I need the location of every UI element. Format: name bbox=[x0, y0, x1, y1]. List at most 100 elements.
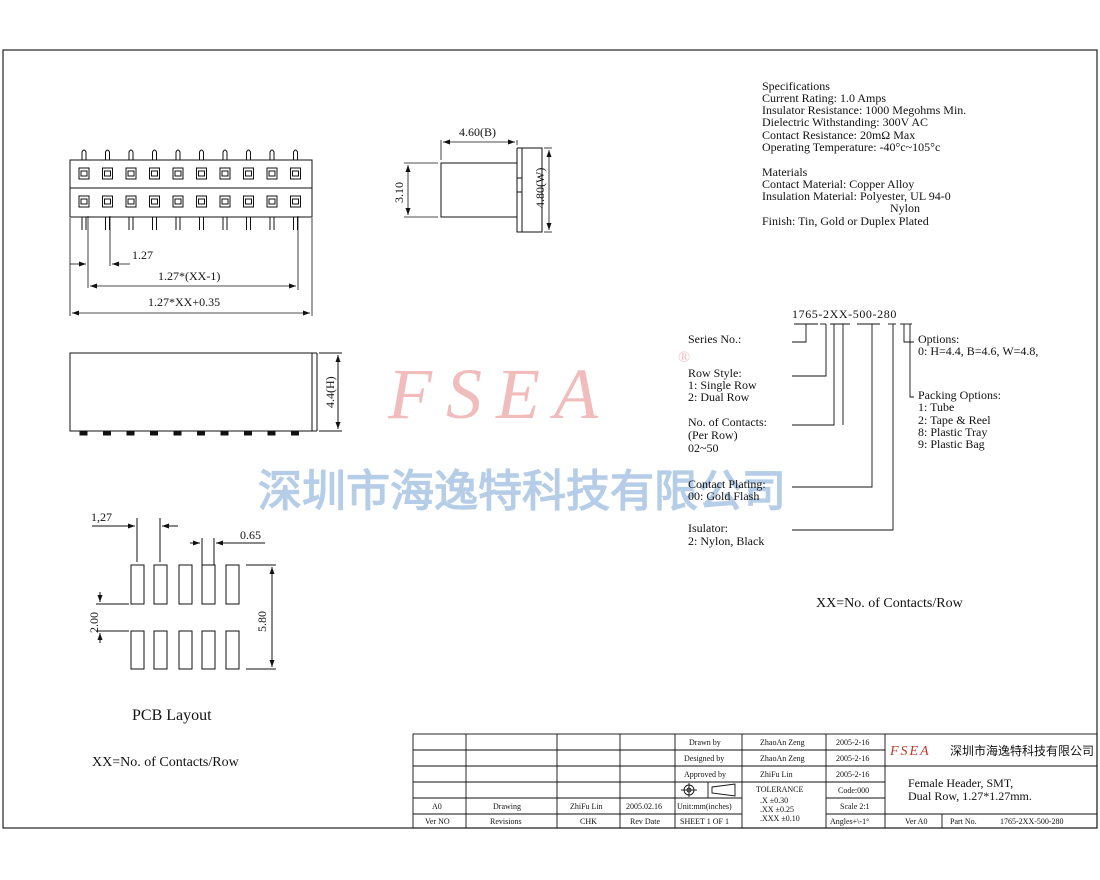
pcb-layout bbox=[92, 518, 276, 670]
contact-hole bbox=[149, 195, 160, 208]
ver-label: Ver A0 bbox=[905, 817, 927, 826]
part-no-value: 1765-2XX-500-280 bbox=[1000, 817, 1064, 826]
contact-hole bbox=[125, 195, 137, 208]
contact-hole-inner bbox=[221, 170, 229, 177]
contact-hole bbox=[78, 195, 90, 208]
contact-hole-inner bbox=[221, 198, 229, 205]
watermark-company: 深圳市海逸特科技有限公司 bbox=[258, 466, 786, 517]
contact-hole-inner bbox=[151, 198, 158, 205]
pin-tip bbox=[152, 149, 157, 160]
contact-hole-inner bbox=[245, 170, 252, 177]
contact-hole-inner bbox=[198, 198, 205, 205]
packing-line: 2: Tape & Reel bbox=[918, 413, 991, 427]
contact-hole bbox=[266, 167, 278, 180]
contact-hole-inner bbox=[104, 198, 111, 205]
approved-name: ZhiFu Lin bbox=[760, 770, 793, 779]
contact-hole bbox=[290, 167, 301, 180]
pin-tip bbox=[105, 149, 110, 160]
pcb-pad bbox=[178, 564, 193, 605]
contacts-line: 02~50 bbox=[688, 441, 719, 455]
pin-tip bbox=[175, 149, 181, 160]
material-line: Nylon bbox=[890, 201, 920, 215]
contact-hole bbox=[102, 195, 113, 208]
contact-hole-inner bbox=[104, 170, 111, 177]
contact-hole-inner bbox=[268, 198, 276, 205]
product-line-2: Dual Row, 1.27*1.27mm. bbox=[908, 789, 1032, 803]
dim-width-w: 4.80(W) bbox=[533, 168, 547, 208]
smt-foot bbox=[267, 430, 276, 436]
top-dimensions bbox=[69, 216, 313, 316]
packing-line: 1: Tube bbox=[918, 400, 954, 414]
spec-heading: Specifications bbox=[762, 79, 830, 93]
label-packing: Packing Options: bbox=[918, 388, 1001, 402]
pin-tip bbox=[81, 149, 87, 160]
side-view-body bbox=[440, 162, 518, 218]
watermark: FSEA ® 深圳市海逸特科技有限公司 bbox=[258, 349, 786, 517]
title-block-text: Drawn by ZhaoAn Zeng 2005-2-16 Designed … bbox=[425, 738, 1094, 826]
side-dimensions bbox=[404, 139, 552, 233]
dim-height-h: 4.4(H) bbox=[323, 376, 337, 408]
code-label: Code:000 bbox=[838, 786, 869, 795]
rev-chk: ZhiFu Lin bbox=[570, 802, 603, 811]
packing-line: 9: Plastic Bag bbox=[918, 437, 985, 451]
header-rev: Revisions bbox=[490, 817, 522, 826]
contact-hole bbox=[243, 167, 254, 180]
smt-foot bbox=[197, 430, 205, 436]
plating-line: 00: Gold Flash bbox=[688, 489, 759, 503]
watermark-registered: ® bbox=[678, 349, 690, 366]
pin-tip bbox=[246, 149, 251, 160]
label-isulator: Isulator: bbox=[688, 521, 728, 535]
header-date: Rev Date bbox=[630, 817, 660, 826]
contact-hole bbox=[172, 167, 184, 180]
material-line: Contact Material: Copper Alloy bbox=[762, 177, 914, 191]
spec-line: Current Rating: 1.0 Amps bbox=[762, 91, 886, 105]
units-label: Unit:mm(inches) bbox=[677, 802, 732, 811]
contact-hole bbox=[172, 195, 184, 208]
drawn-name: ZhaoAn Zeng bbox=[760, 738, 805, 747]
pcb-pad bbox=[153, 564, 168, 605]
label-plating: Contact Plating: bbox=[688, 477, 766, 491]
contact-hole bbox=[266, 195, 278, 208]
rev-date: 2005.02.16 bbox=[626, 802, 662, 811]
header-ver: Ver NO bbox=[425, 817, 450, 826]
smt-foot bbox=[244, 430, 252, 436]
isulator-line: 2: Nylon, Black bbox=[688, 534, 764, 548]
pcb-pad bbox=[201, 630, 216, 670]
drawn-date: 2005-2-16 bbox=[836, 738, 869, 747]
pcb-pad bbox=[178, 630, 193, 670]
pin-tip bbox=[222, 149, 228, 160]
spec-line: Contact Resistance: 20mΩ Max bbox=[762, 128, 915, 142]
pcb-pad bbox=[201, 564, 216, 605]
contact-hole-inner bbox=[268, 170, 276, 177]
contact-hole-inner bbox=[174, 170, 182, 177]
contact-hole bbox=[219, 167, 231, 180]
contact-hole-inner bbox=[292, 170, 299, 177]
contact-hole bbox=[243, 195, 254, 208]
spec-line: Operating Temperature: -40°c~105°c bbox=[762, 140, 940, 154]
approved-date: 2005-2-16 bbox=[836, 770, 869, 779]
contact-hole-inner bbox=[80, 198, 88, 205]
contact-hole-inner bbox=[198, 170, 205, 177]
label-contacts: No. of Contacts: bbox=[688, 415, 767, 429]
dim-pad-gap: 2.00 bbox=[87, 612, 101, 633]
top-view bbox=[69, 149, 313, 230]
spec-line: Dielectric Withstanding: 300V AC bbox=[762, 115, 928, 129]
sheet-label: SHEET 1 OF 1 bbox=[680, 817, 729, 826]
pcb-pad bbox=[130, 564, 145, 605]
smt-foot bbox=[291, 430, 299, 436]
options-line: 0: H=4.4, B=4.6, W=4.8, bbox=[918, 344, 1038, 358]
rev-desc: Drawing bbox=[493, 802, 521, 811]
contact-hole bbox=[219, 195, 231, 208]
product-line-1: Female Header, SMT, bbox=[908, 776, 1013, 790]
dim-width-b: 4.60(B) bbox=[459, 125, 496, 139]
approved-label: Approved by bbox=[684, 770, 726, 779]
row-style-line: 1: Single Row bbox=[688, 378, 757, 392]
materials-heading: Materials bbox=[762, 165, 808, 179]
pcb-pad bbox=[130, 630, 145, 670]
smt-foot bbox=[220, 430, 229, 436]
designed-name: ZhaoAn Zeng bbox=[760, 754, 805, 763]
rev-ver: A0 bbox=[432, 802, 442, 811]
smt-foot bbox=[79, 430, 88, 436]
smt-foot bbox=[126, 430, 135, 436]
pcb-pad bbox=[153, 630, 168, 670]
